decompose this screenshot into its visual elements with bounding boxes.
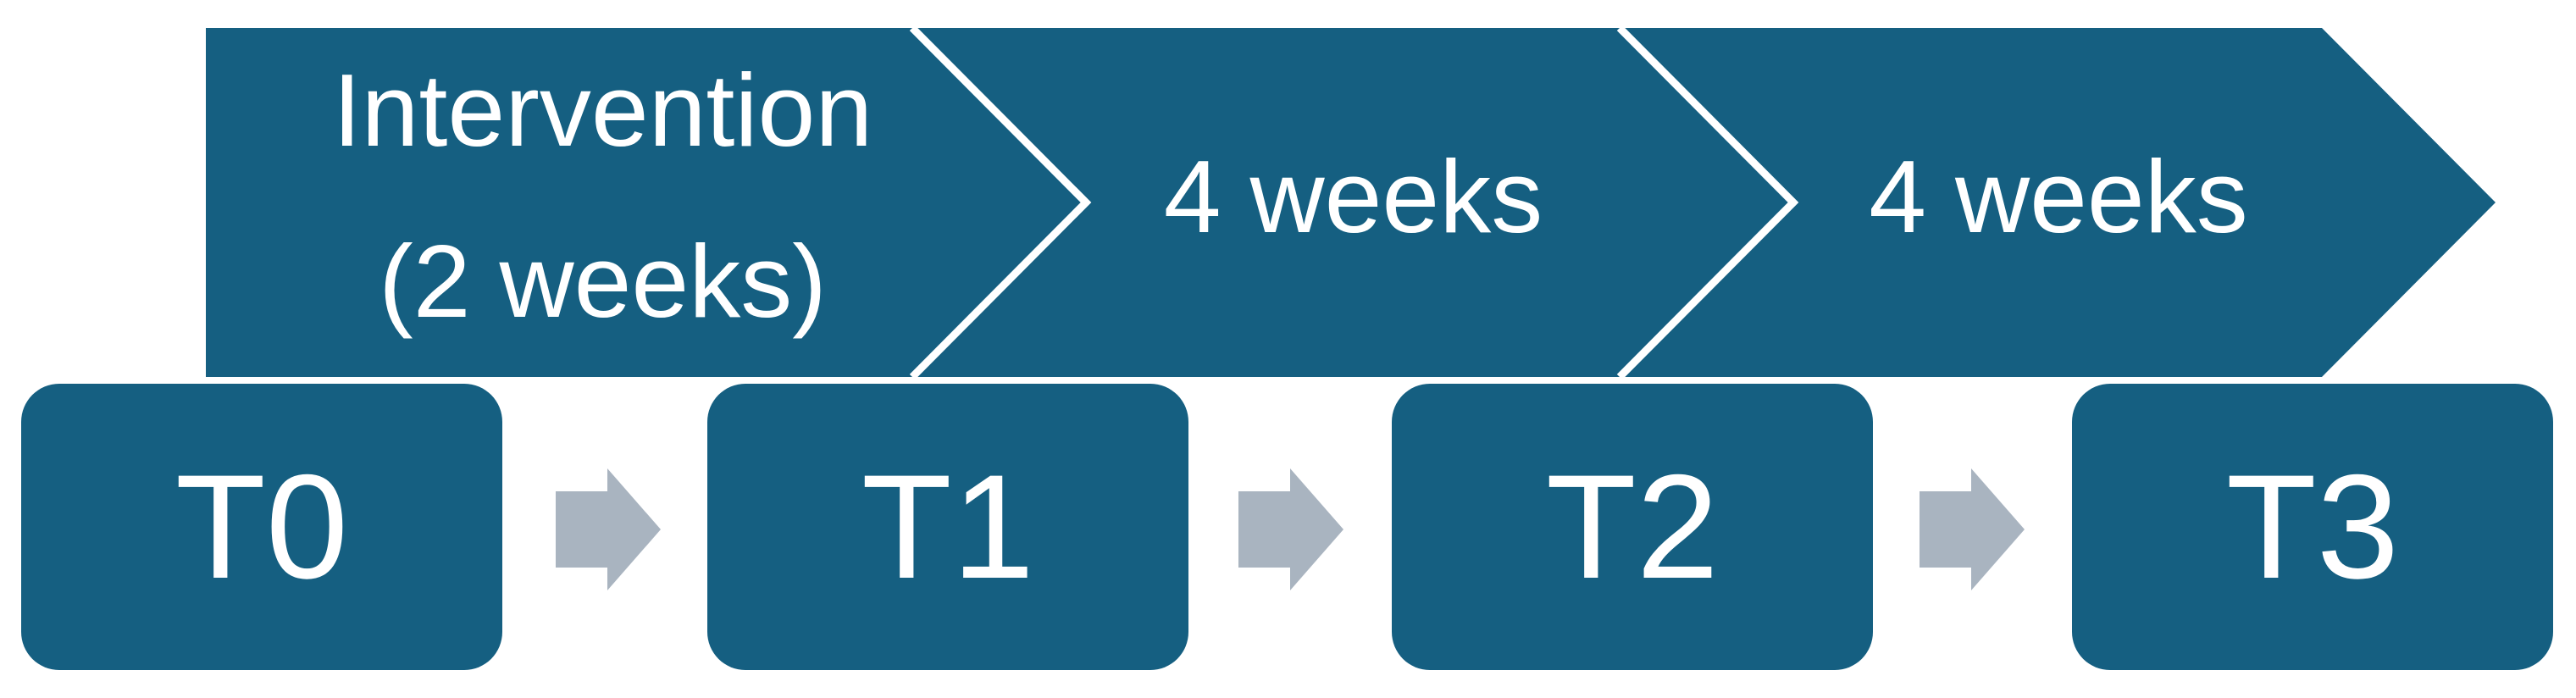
- timepoint-label: T1: [861, 444, 1035, 610]
- banner-segment-3-label: 4 weeks: [1869, 139, 2248, 254]
- duration-banner: [206, 28, 2496, 377]
- banner-segment-1-line-2: (2 weeks): [379, 224, 827, 339]
- timepoint-label: T0: [175, 444, 349, 610]
- timepoint-label: T3: [2225, 444, 2400, 610]
- banner-chevron-shape: [206, 28, 2496, 377]
- timepoint-label: T2: [1545, 444, 1720, 610]
- banner-segment-1-line-1: Intervention: [332, 53, 873, 168]
- segment-divider-chevron-1: [909, 28, 1092, 377]
- timepoint-box-t2: T2: [1392, 384, 1873, 670]
- timepoint-box-t1: T1: [707, 384, 1188, 670]
- right-block-arrow-icon: [1238, 468, 1343, 590]
- segment-divider-chevron-2: [1616, 28, 1799, 377]
- right-block-arrow-icon: [1920, 468, 2025, 590]
- right-block-arrow-icon: [556, 468, 661, 590]
- banner-segment-2-label: 4 weeks: [1163, 139, 1543, 254]
- timepoint-box-t0: T0: [21, 384, 502, 670]
- timepoint-box-t3: T3: [2072, 384, 2553, 670]
